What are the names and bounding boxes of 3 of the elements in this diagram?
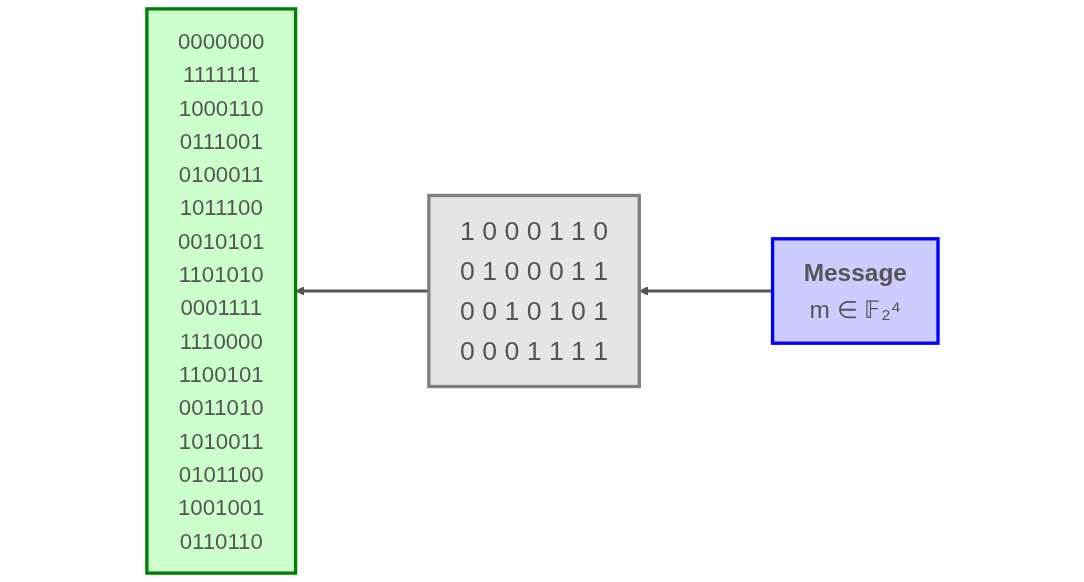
node-box: 0000000 1111111 1000110 0111001 0100011 1011100 0010101 1101010 0001111 1110000 1100101 0011010 1010011 0101100 1001001 0110110: [144, 7, 297, 575]
node-box: Message m ∈ 𝔽₂⁴: [770, 237, 940, 345]
node-box: 1 0 0 0 1 1 0 0 1 0 0 0 1 1 0 0 1 0 1 0 1 0 0 0 1 1 1 1: [426, 193, 641, 389]
